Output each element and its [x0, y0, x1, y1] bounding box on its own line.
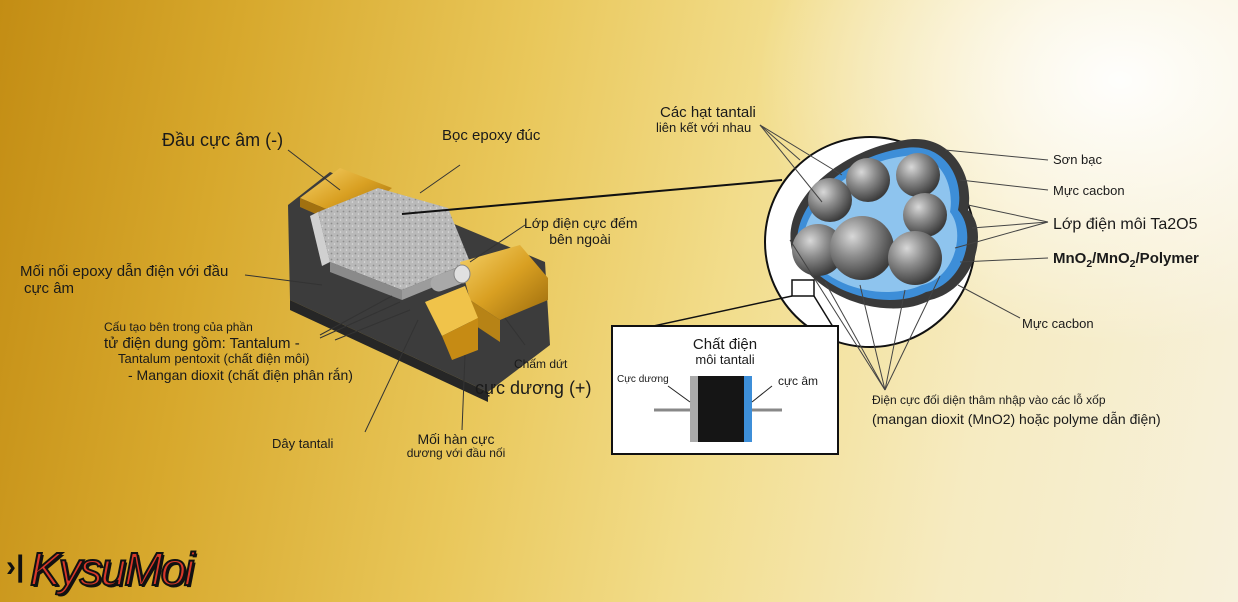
inset-anode-label: Cực dương [617, 374, 669, 386]
label-internal-line2: tử điện dung gồm: Tantalum - [104, 335, 353, 352]
label-epoxy-joint-line1: Mối nối epoxy dẫn điện với đầu [20, 263, 228, 280]
label-particles-line1: Các hạt tantali [656, 104, 756, 121]
label-carbon-ink-top: Mực cacbon [1053, 184, 1125, 199]
label-internal-line4: - Mangan dioxit (chất điện phân rắn) [104, 367, 353, 383]
label-silver-paint: Sơn bạc [1053, 153, 1102, 168]
label-epoxy-joint-line2: cực âm [20, 280, 228, 297]
label-counter-line1: Điện cực đối diện thâm nhập vào các lỗ x… [872, 394, 1161, 408]
label-mno2-polymer: MnO2/MnO2/Polymer [1053, 250, 1199, 270]
mno2-text-1: MnO [1053, 250, 1086, 267]
label-epoxy-joint: Mối nối epoxy dẫn điện với đầu cực âm [20, 263, 228, 298]
label-anode-weld: Mối hàn cực dương với đầu nối [396, 431, 516, 461]
label-dielectric-layer: Lớp điện môi Ta2O5 [1053, 216, 1198, 234]
label-epoxy-case: Bọc epoxy đúc [442, 127, 540, 144]
label-outer-cathode-line1: Lớp điện cực đếm [524, 215, 636, 231]
label-counter-electrode: Điện cực đối diện thâm nhập vào các lỗ x… [872, 394, 1161, 427]
label-tantalum-wire: Dây tantali [272, 437, 333, 452]
label-carbon-ink-bottom: Mực cacbon [1022, 317, 1094, 332]
magnified-view [765, 137, 978, 347]
label-internal-line3: Tantalum pentoxit (chất điện môi) [104, 352, 353, 367]
mno2-text-2: /MnO [1092, 250, 1130, 267]
label-negative-terminal: Đầu cực âm (-) [162, 130, 283, 151]
label-internal-structure: Cấu tạo bên trong của phần tử điện dung … [104, 321, 353, 383]
inset-cathode-label: cực âm [778, 375, 818, 389]
inset-title-line1: Chất điện [660, 336, 790, 353]
label-tantalum-particles: Các hạt tantali liên kết với nhau [656, 104, 756, 136]
inset-title: Chất điện môi tantali [660, 336, 790, 368]
label-particles-line2: liên kết với nhau [656, 121, 756, 136]
logo-mark-icon: ›| [6, 550, 24, 584]
label-weld-line1: Mối hàn cực [396, 431, 516, 447]
label-termination: Chấm dứt [514, 358, 567, 372]
label-weld-line2: dương với đầu nối [396, 447, 516, 461]
label-internal-line1: Cấu tạo bên trong của phần [104, 321, 353, 335]
kysumoi-logo: ›| KysuMoi [6, 540, 206, 596]
mno2-text-3: /Polymer [1136, 250, 1199, 267]
label-outer-cathode: Lớp điện cực đếm bên ngoài [524, 215, 636, 247]
inset-title-line2: môi tantali [660, 353, 790, 368]
logo-text: KysuMoi [30, 542, 192, 596]
label-positive-terminal: cực dương (+) [475, 378, 591, 399]
label-counter-line2: (mangan dioxit (MnO2) hoặc polyme dẫn đi… [872, 411, 1161, 427]
label-outer-cathode-line2: bên ngoài [524, 231, 636, 247]
